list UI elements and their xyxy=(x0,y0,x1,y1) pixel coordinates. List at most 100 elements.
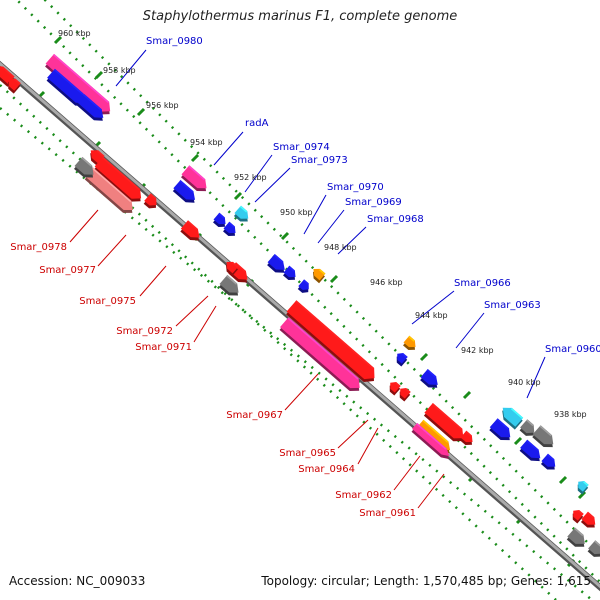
gene-feature-body xyxy=(85,167,133,211)
gene-feature-highlight xyxy=(422,419,449,443)
gene-feature xyxy=(420,368,438,388)
leader-line xyxy=(337,419,369,449)
reverse-gene-label: Smar_0962 xyxy=(335,490,392,501)
gene-feature-body xyxy=(77,94,104,118)
gene-feature-body xyxy=(47,68,85,103)
leader-line xyxy=(417,473,445,509)
map-title: Staphylothermus marinus F1, complete gen… xyxy=(142,9,458,24)
gene-feature-highlight xyxy=(402,353,408,359)
ruler-tick-mark xyxy=(190,153,200,163)
leader-line xyxy=(455,312,485,349)
ruler-tick-mark xyxy=(577,490,587,500)
gene-feature-body xyxy=(219,274,239,293)
gene-feature-body xyxy=(181,165,207,189)
gene-feature-highlight xyxy=(578,510,584,516)
gene-feature-highlight xyxy=(149,193,157,200)
reverse-gene-label: Smar_0965 xyxy=(279,448,336,459)
leader-line xyxy=(213,131,244,166)
ruler-label: 952 kbp xyxy=(234,173,267,182)
ruler-label: 960 kbp xyxy=(58,29,91,38)
forward-gene-label: Smar_0963 xyxy=(484,300,541,311)
gene-feature xyxy=(74,156,94,178)
ruler-tick-mark xyxy=(94,70,104,80)
gene-feature-highlight xyxy=(295,300,374,370)
reverse-gene-label: Smar_0975 xyxy=(79,296,136,307)
gene-feature-body xyxy=(173,179,196,200)
forward-gene-label: Smar_0974 xyxy=(273,142,330,153)
gene-feature-highlight xyxy=(526,439,539,451)
gene-feature xyxy=(219,274,239,296)
gene-feature-highlight xyxy=(287,317,359,380)
gene-feature xyxy=(532,425,554,448)
gene-feature-highlight xyxy=(583,481,589,487)
gene-feature-highlight xyxy=(465,430,472,437)
gene-feature xyxy=(180,220,200,241)
gene-feature-body xyxy=(416,419,451,451)
gene-feature-highlight xyxy=(186,220,198,231)
gene-feature-body xyxy=(94,156,142,199)
gene-feature-highlight xyxy=(218,212,225,219)
gene-feature xyxy=(180,165,207,192)
leader-line xyxy=(411,290,455,325)
leader-line xyxy=(244,154,273,193)
leader-line xyxy=(115,49,147,87)
gene-feature-highlight xyxy=(239,205,248,213)
gene-feature xyxy=(213,212,226,228)
reverse-gene-label: Smar_0978 xyxy=(10,242,67,253)
ruler-tick-mark xyxy=(558,475,568,485)
gene-feature-highlight xyxy=(318,269,326,275)
gene-feature xyxy=(460,430,473,446)
gene-feature-highlight xyxy=(431,403,463,430)
reverse-gene-label: Smar_0964 xyxy=(298,464,355,475)
ruler-tick-mark xyxy=(419,352,429,362)
gene-feature-body xyxy=(267,253,285,270)
ruler-label: 942 kbp xyxy=(461,346,494,355)
forward-gene-label: Smar_0970 xyxy=(327,182,384,193)
gene-feature-highlight xyxy=(234,262,246,273)
gene-feature-body xyxy=(502,407,524,427)
gene-feature xyxy=(423,402,464,442)
reverse-gene-label: Smar_0967 xyxy=(226,410,283,421)
ruler-tick-mark xyxy=(513,436,523,446)
gene-feature-highlight xyxy=(539,425,552,437)
ruler-tick-mark xyxy=(329,274,339,284)
gene-feature xyxy=(396,352,408,367)
gene-feature xyxy=(7,78,21,94)
forward-gene-label: Smar_0968 xyxy=(367,214,424,225)
topology-label: Topology: xyxy=(261,574,318,588)
gene-feature-highlight xyxy=(405,388,411,394)
gene-feature xyxy=(267,253,285,273)
gene-feature xyxy=(84,167,133,213)
gene-labels: Smar_0980radASmar_0974Smar_0973Smar_0970… xyxy=(10,36,600,519)
gene-feature-highlight xyxy=(179,180,194,193)
ruler-tick-mark xyxy=(462,390,472,400)
gene-feature-highlight xyxy=(303,279,309,285)
forward-gene-label: Smar_0969 xyxy=(345,197,402,208)
gene-feature xyxy=(519,439,541,462)
gene-feature xyxy=(587,540,600,557)
ruler-label: 958 kbp xyxy=(103,66,136,75)
leader-line xyxy=(254,167,291,203)
gene-feature xyxy=(572,509,584,524)
gene-feature xyxy=(540,453,556,470)
gene-feature-highlight xyxy=(426,369,436,378)
gene-feature xyxy=(172,179,196,203)
ruler-label: 948 kbp xyxy=(324,243,357,252)
length-value: 1,570,485 bp xyxy=(422,574,503,588)
gene-feature-highlight xyxy=(416,423,447,450)
gene-feature xyxy=(286,300,375,383)
gene-feature-highlight xyxy=(81,157,93,167)
gene-feature xyxy=(399,387,411,402)
leader-line xyxy=(526,356,546,399)
genome-summary: Topology: circular; Length: 1,570,485 bp… xyxy=(261,574,591,588)
gene-feature-body xyxy=(234,205,249,219)
gene-feature-body xyxy=(283,265,296,278)
gene-feature-highlight xyxy=(288,265,295,272)
reverse-gene-label: Smar_0972 xyxy=(116,326,173,337)
gene-feature-body xyxy=(532,425,554,445)
gene-feature xyxy=(566,527,585,547)
gene-feature-highlight xyxy=(91,167,132,203)
leader-line xyxy=(284,373,319,411)
